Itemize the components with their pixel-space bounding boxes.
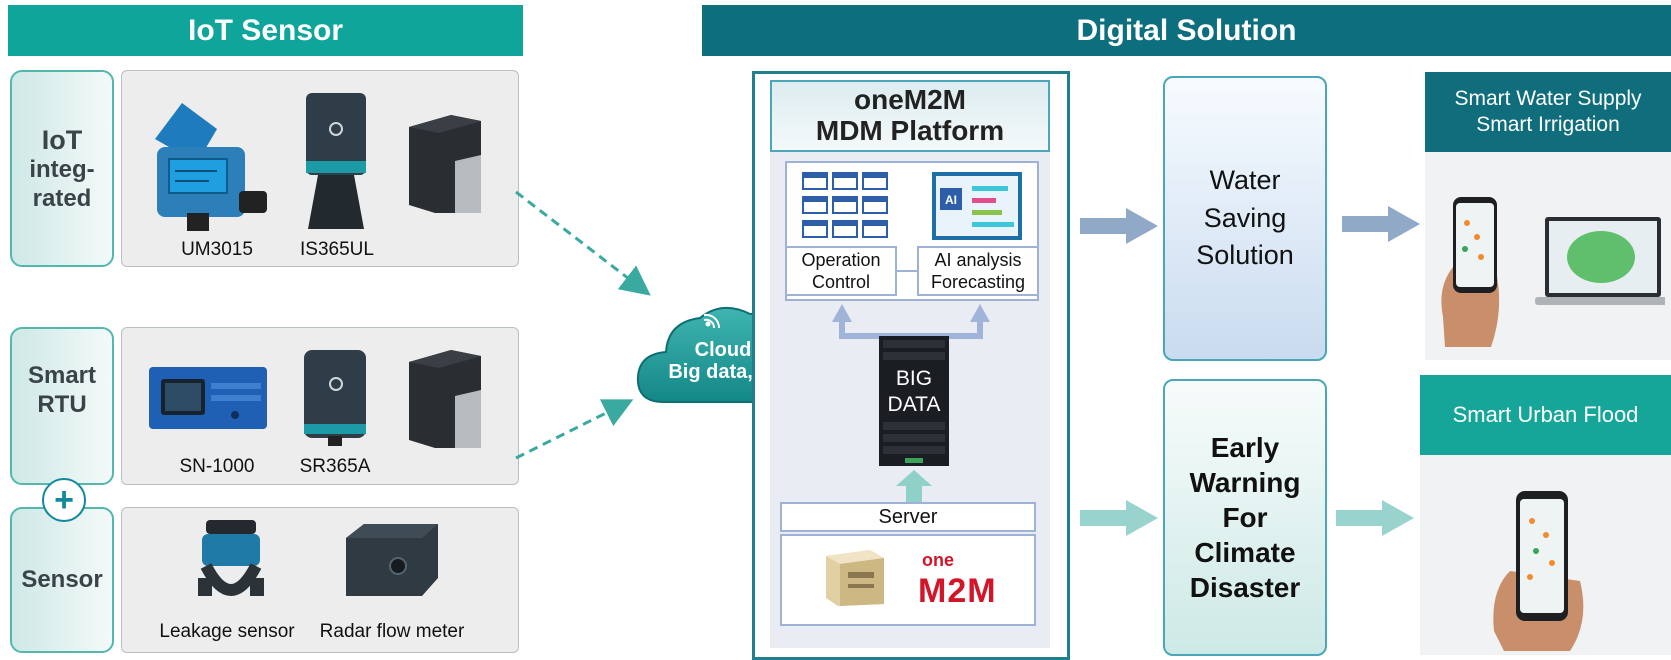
arrow-to-smart-flood [1336, 500, 1414, 536]
phone-and-laptop-image [1441, 197, 1665, 347]
category-rtu-line1: Smart [27, 362, 97, 390]
category-rtu-line2: RTU [37, 391, 87, 418]
smart-flood-label: Smart Urban Flood [1452, 402, 1639, 428]
dashboard-grid-icon [802, 172, 888, 238]
big-data-line1: BIG [895, 367, 933, 390]
cloud-label-line1: Cloud [694, 339, 752, 361]
plus-symbol: + [54, 481, 74, 519]
dashed-arrow-iot-to-cloud [515, 190, 651, 296]
big-data-rack-icon [879, 336, 949, 466]
ai-analysis-box: AI analysis Forecasting [917, 246, 1039, 296]
digital-solution-header-text: Digital Solution [1076, 13, 1297, 47]
radar-flow-meter-image [346, 524, 438, 596]
smart-flood-header: Smart Urban Flood [1420, 375, 1671, 455]
early-line3: For [1222, 502, 1268, 533]
onem2m-logo-top: one [922, 550, 954, 570]
smart-flood-image-panel [1420, 455, 1671, 655]
ai-chip-text: AI [945, 193, 957, 207]
plus-icon: + [42, 478, 86, 522]
server-content-box [780, 534, 1036, 626]
rtu-black-unit-image [409, 350, 481, 448]
platform-title-line1: oneM2M [854, 84, 966, 116]
digital-solution-header: Digital Solution [702, 5, 1671, 56]
dashed-arrow-rtu-to-cloud [515, 399, 634, 460]
early-line1: Early [1210, 432, 1280, 463]
operation-line1: Operation [801, 250, 881, 270]
big-data-label: BIG DATA [879, 366, 949, 419]
category-iot-integrated: IoT integ- rated [10, 70, 114, 267]
dashed-arrows [515, 190, 651, 460]
water-line2: Saving [1203, 202, 1287, 233]
onem2m-logo: one M2M [918, 550, 997, 606]
smart-water-image-panel [1425, 152, 1671, 360]
water-line1: Water [1209, 164, 1281, 195]
device-label-is365ul: IS365UL [300, 239, 374, 260]
water-meter-um3015-image [155, 103, 267, 231]
category-iot-line3: rated [32, 184, 92, 212]
onem2m-logo-bottom: M2M [918, 572, 997, 606]
early-line2: Warning [1189, 467, 1301, 498]
category-sensor: Sensor [10, 507, 114, 653]
smart-water-header: Smart Water Supply Smart Irrigation [1425, 72, 1671, 152]
platform-title-line2: MDM Platform [815, 115, 1005, 146]
device-label-radar-flow-meter: Radar flow meter [319, 621, 465, 642]
leakage-sensor-image [198, 520, 264, 596]
server-up-arrow [896, 470, 932, 502]
arrow-to-early-warning [1080, 500, 1158, 536]
ai-line1: AI analysis [934, 250, 1022, 270]
server-label-box: Server [780, 502, 1036, 532]
category-sensor-label: Sensor [21, 565, 103, 593]
flood-phone-image [1493, 491, 1584, 651]
category-iot-line2: integ- [29, 155, 95, 183]
cloud-label: Cloud Big data, AI [634, 339, 812, 383]
server-label: Server [878, 506, 938, 528]
iot-sensor-header-text: IoT Sensor [187, 13, 344, 47]
smart-water-line1: Smart Water Supply [1454, 86, 1642, 110]
wifi-icon [703, 313, 721, 329]
device-label-sn1000: SN-1000 [179, 456, 255, 477]
arrow-to-smart-water [1342, 206, 1420, 242]
early-warning-solution: Early Warning For Climate Disaster [1163, 379, 1327, 656]
smart-water-line2: Smart Irrigation [1476, 113, 1620, 136]
ai-line2: Forecasting [930, 271, 1026, 292]
rtu-sr365a-image [304, 350, 366, 446]
operation-control-box: Operation Control [785, 246, 897, 296]
device-label-um3015: UM3015 [181, 239, 253, 260]
cloud-label-line2: Big data, AI [668, 361, 778, 383]
operation-line2: Control [811, 271, 871, 292]
water-line3: Solution [1196, 240, 1294, 271]
iot-integrated-devices-panel: UM3015 IS365UL [121, 70, 519, 267]
rtu-sn1000-image [149, 367, 267, 429]
sensor-is365ul-image [306, 93, 366, 229]
sensor-devices-panel: Leakage sensor Radar flow meter [121, 507, 519, 653]
apps-connector [897, 270, 917, 272]
category-smart-rtu: Smart RTU [10, 327, 114, 485]
platform-title: oneM2M MDM Platform [770, 80, 1050, 152]
iot-sensor-header: IoT Sensor [8, 5, 523, 56]
arrow-to-water-saving [1080, 208, 1158, 244]
server-hardware-icon [826, 550, 884, 606]
ai-analysis-icon: AI [932, 172, 1022, 240]
water-saving-solution: Water Saving Solution [1163, 76, 1327, 361]
device-label-leakage-sensor: Leakage sensor [159, 621, 295, 642]
early-line5: Disaster [1189, 572, 1301, 603]
smart-rtu-devices-panel: SN-1000 SR365A [121, 327, 519, 485]
big-data-line2: DATA [887, 393, 941, 417]
device-label-sr365a: SR365A [299, 456, 371, 477]
early-line4: Climate [1194, 537, 1296, 568]
category-iot-line1: IoT [41, 124, 83, 155]
sensor-black-unit-image [409, 115, 481, 213]
